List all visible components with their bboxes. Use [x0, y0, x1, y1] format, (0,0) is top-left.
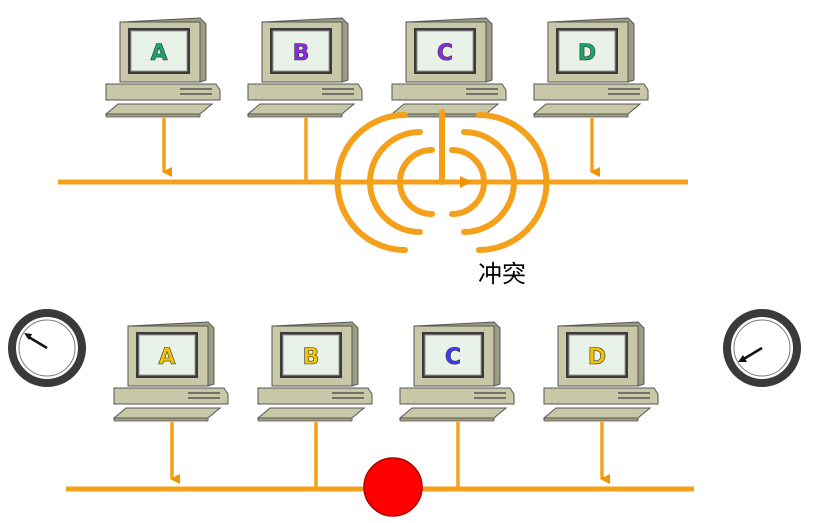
bottom-computer-d: D — [542, 321, 659, 484]
bottom-screen-c — [424, 334, 482, 376]
top-screen-c — [416, 30, 474, 72]
bottom-computer-b: B — [256, 321, 373, 489]
top-station-label: D — [578, 41, 596, 66]
top-station-label: B — [293, 41, 310, 66]
bottom-station-label: B — [303, 345, 320, 370]
top-screen-a — [130, 30, 188, 72]
bottom-screen-a — [138, 334, 196, 376]
top-computer-c: C — [390, 17, 507, 118]
collision-dot — [363, 457, 423, 517]
top-computer-a: A — [104, 17, 221, 177]
top-station-label: A — [150, 41, 167, 66]
bottom-station-label: A — [158, 345, 175, 370]
bottom-screen-d — [568, 334, 626, 376]
top-computer-d: D — [532, 17, 649, 177]
bottom-station-label: D — [588, 345, 606, 370]
collision-signal-icon — [334, 109, 550, 253]
top-station-label: C — [437, 41, 453, 66]
top-screen-d — [558, 30, 616, 72]
top-stations: A B C D — [104, 17, 649, 182]
right-timer-icon — [723, 309, 801, 387]
collision-label: 冲突 — [478, 260, 526, 288]
bottom-computer-a: A — [112, 321, 229, 484]
top-screen-b — [272, 30, 330, 72]
bottom-screen-b — [282, 334, 340, 376]
bottom-computer-c: C — [398, 321, 515, 489]
bottom-stations: A B C D — [112, 321, 659, 489]
left-timer-icon — [8, 309, 86, 387]
bottom-station-label: C — [445, 345, 461, 370]
top-computer-b: B — [246, 17, 363, 182]
